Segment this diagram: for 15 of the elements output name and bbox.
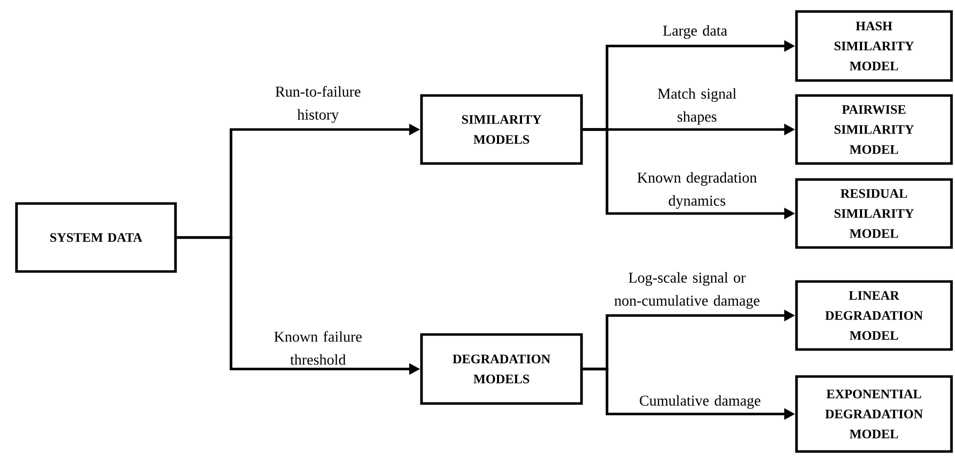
edge-label: Known failure threshold xyxy=(274,331,362,365)
edge-label: Match signal shapes xyxy=(658,88,736,125)
process-box: SIMILARITY MODELS xyxy=(420,94,583,165)
edge-label: Large data xyxy=(663,25,728,39)
process-box: EXPONENTIAL DEGRADATION MODEL xyxy=(795,375,953,453)
edge-label: Log-scale signal or non-cumulative damage xyxy=(614,272,760,309)
edge-label: Cumulative damage xyxy=(640,395,760,409)
process-box: DEGRADATION MODELS xyxy=(420,333,583,405)
process-box: PAIRWISE SIMILARITY MODEL xyxy=(795,94,953,165)
process-box: LINEAR DEGRADATION MODEL xyxy=(795,280,953,351)
process-box: HASH SIMILARITY MODEL xyxy=(795,10,953,82)
process-box: SYSTEM DATA xyxy=(15,202,177,273)
edge-label: Known degradation dynamics xyxy=(637,172,757,209)
process-box: RESIDUAL SIMILARITY MODEL xyxy=(795,178,953,249)
edge-label: Run-to-failure history xyxy=(276,86,360,123)
